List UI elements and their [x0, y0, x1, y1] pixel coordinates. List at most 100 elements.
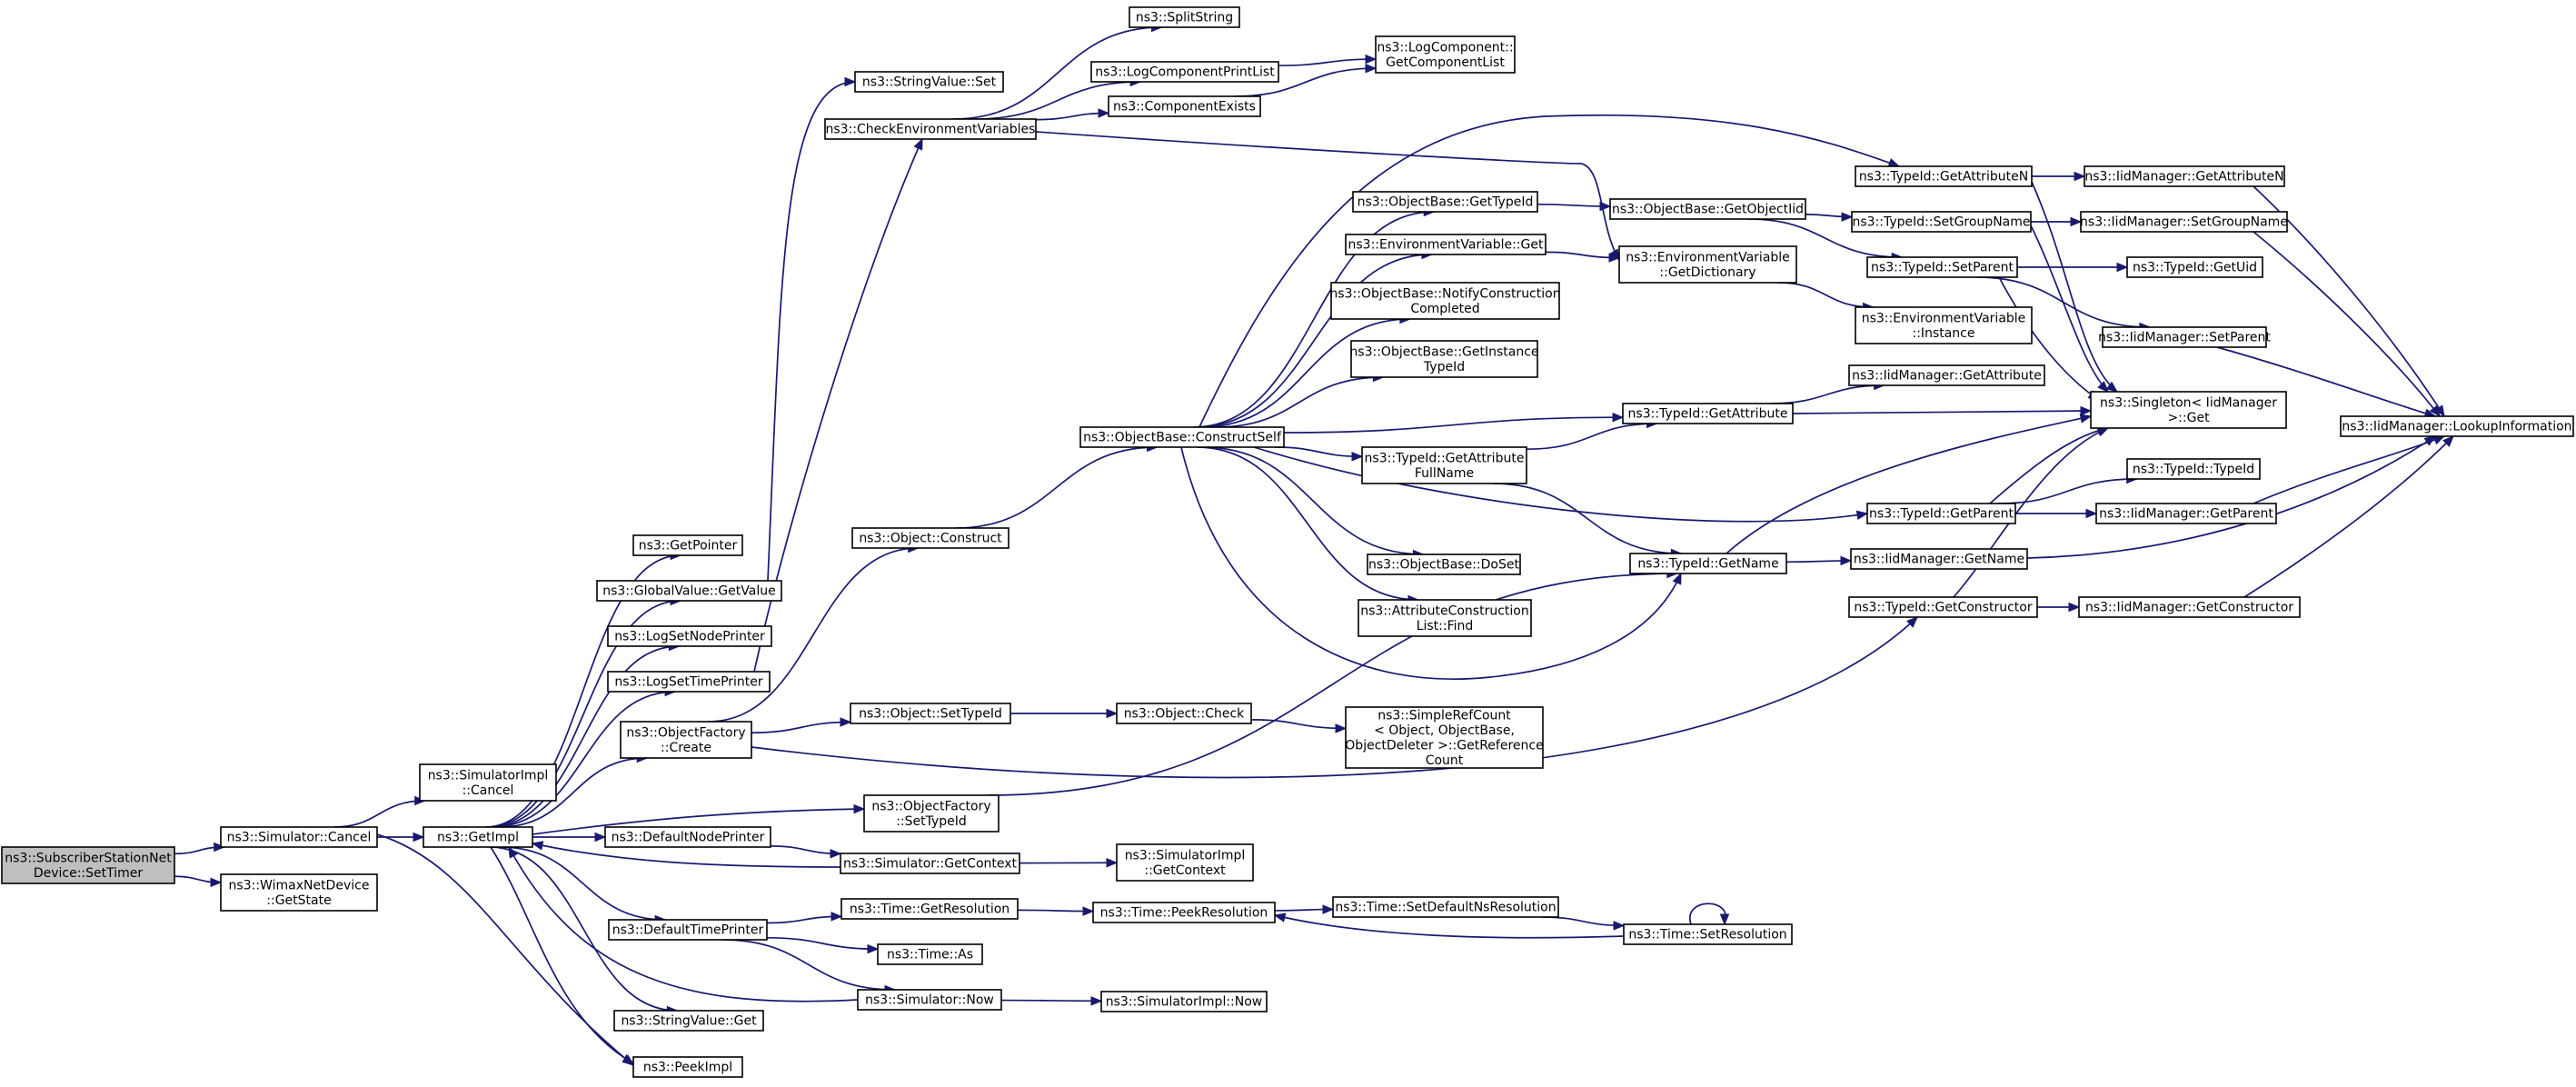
function-node-iid-get-constr[interactable]: ns3::IidManager::GetConstructor: [2078, 596, 2301, 618]
function-node-tid-set-group[interactable]: ns3::TypeId::SetGroupName: [1851, 211, 2032, 233]
function-node-iid-get-attr-n[interactable]: ns3::IidManager::GetAttributeN: [2084, 165, 2285, 187]
function-node-sim-get-context[interactable]: ns3::Simulator::GetContext: [840, 853, 1020, 874]
function-node-get-impl[interactable]: ns3::GetImpl: [423, 826, 533, 848]
function-node-simple-ref[interactable]: ns3::SimpleRefCount< Object, ObjectBase,…: [1345, 706, 1544, 769]
function-node-tid-get-uid[interactable]: ns3::TypeId::GetUid: [2126, 256, 2263, 278]
call-edge-check-env-to-comp-exists: [1035, 108, 1110, 121]
node-box: [1629, 553, 1787, 574]
node-label: ::Instance: [1913, 326, 1975, 341]
function-node-iid-set-group[interactable]: ns3::IidManager::SetGroupName: [2080, 211, 2288, 233]
function-node-obj-factory-create[interactable]: ns3::ObjectFactory::Create: [620, 721, 752, 759]
node-box: [1350, 340, 1538, 378]
function-node-comp-exists[interactable]: ns3::ComponentExists: [1108, 95, 1261, 117]
function-node-tid-get-attr[interactable]: ns3::TypeId::GetAttribute: [1622, 403, 1794, 424]
function-node-of-set-type-id[interactable]: ns3::ObjectFactory::SetTypeId: [863, 794, 1000, 833]
function-node-root[interactable]: ns3::SubscriberStationNetDevice::SetTime…: [1, 846, 175, 884]
function-node-tid-set-parent[interactable]: ns3::TypeId::SetParent: [1866, 256, 2018, 278]
function-node-time-set-res[interactable]: ns3::Time::SetResolution: [1623, 923, 1793, 945]
arrowhead: [2070, 216, 2083, 227]
function-node-sim-impl-cancel[interactable]: ns3::SimulatorImpl::Cancel: [419, 763, 557, 802]
node-box: [1848, 364, 2045, 386]
function-node-obj-construct[interactable]: ns3::Object::Construct: [851, 527, 1010, 549]
function-node-env-instance[interactable]: ns3::EnvironmentVariable::Instance: [1855, 306, 2033, 344]
call-edge-comp-exists-to-log-comp-get-list: [1234, 63, 1378, 97]
function-node-iid-set-parent[interactable]: ns3::IidManager::SetParent: [2098, 326, 2271, 348]
node-label: ns3::GlobalValue::GetValue: [602, 584, 775, 599]
function-node-tid-get-parent[interactable]: ns3::TypeId::GetParent: [1866, 503, 2016, 524]
function-node-get-pointer[interactable]: ns3::GetPointer: [632, 534, 743, 556]
function-node-sim-impl-now[interactable]: ns3::SimulatorImpl::Now: [1100, 991, 1268, 1012]
node-label: ns3::TypeId::SetGroupName: [1852, 215, 2030, 230]
call-edge-tid-get-constr-to-singleton-get: [1953, 427, 2110, 598]
node-box: [596, 580, 782, 602]
arrowhead: [622, 1053, 635, 1064]
function-node-iid-get-attr[interactable]: ns3::IidManager::GetAttribute: [1848, 364, 2045, 386]
function-node-iid-get-parent[interactable]: ns3::IidManager::GetParent: [2095, 503, 2277, 524]
node-label: ns3::ComponentExists: [1113, 100, 1256, 115]
function-node-tid-get-name[interactable]: ns3::TypeId::GetName: [1629, 553, 1787, 574]
call-edge-tid-get-name-to-singleton-get: [1726, 414, 2093, 554]
node-box: [1866, 256, 2018, 278]
function-node-iid-lookup[interactable]: ns3::IidManager::LookupInformation: [2340, 415, 2574, 437]
node-label: ns3::WimaxNetDevice: [229, 878, 370, 893]
function-node-iid-get-name[interactable]: ns3::IidManager::GetName: [1850, 548, 2028, 570]
call-edge-tid-set-group-to-singleton-get: [2030, 224, 2109, 393]
function-node-ob-do-set[interactable]: ns3::ObjectBase::DoSet: [1367, 553, 1521, 575]
function-node-tid-get-attr-n[interactable]: ns3::TypeId::GetAttributeN: [1855, 165, 2033, 187]
arrowhead: [531, 841, 544, 851]
node-box: [1345, 706, 1544, 769]
call-edge-obj-construct-to-construct-self: [955, 442, 1159, 529]
function-node-gv-get-value[interactable]: ns3::GlobalValue::GetValue: [596, 580, 782, 602]
function-node-env-get[interactable]: ns3::EnvironmentVariable::Get: [1345, 234, 1547, 255]
function-node-str-val-get[interactable]: ns3::StringValue::Get: [613, 1010, 764, 1032]
function-node-peek-impl[interactable]: ns3::PeekImpl: [632, 1056, 743, 1078]
function-node-sim-now[interactable]: ns3::Simulator::Now: [857, 989, 1002, 1011]
function-node-sim-cancel[interactable]: ns3::Simulator::Cancel: [220, 826, 378, 848]
arrowhead: [594, 832, 607, 843]
node-label: ns3::IidManager::GetName: [1854, 553, 2024, 567]
node-label: ns3::Object::SetTypeId: [859, 707, 1002, 722]
function-node-check-env[interactable]: ns3::CheckEnvironmentVariables: [824, 118, 1037, 140]
function-node-str-val-set[interactable]: ns3::StringValue::Set: [854, 71, 1004, 93]
function-node-ob-get-type-id[interactable]: ns3::ObjectBase::GetTypeId: [1352, 191, 1538, 213]
call-edge-tid-get-parent-to-iid-get-parent: [2014, 508, 2098, 519]
function-node-def-time-printer[interactable]: ns3::DefaultTimePrinter: [608, 919, 768, 941]
function-node-singleton-get[interactable]: ns3::Singleton< IidManager >::Get: [2090, 391, 2287, 429]
function-node-def-node-printer[interactable]: ns3::DefaultNodePrinter: [604, 826, 771, 848]
function-node-time-as[interactable]: ns3::Time::As: [877, 943, 983, 965]
arrowhead: [1855, 510, 1869, 521]
function-node-log-set-time[interactable]: ns3::LogSetTimePrinter: [607, 671, 771, 693]
function-node-wimax-get-state[interactable]: ns3::WimaxNetDevice::GetState: [220, 873, 378, 912]
function-node-tid-get-constr[interactable]: ns3::TypeId::GetConstructor: [1848, 596, 2038, 618]
node-box: [1622, 403, 1794, 424]
node-label: ns3::IidManager::GetParent: [2099, 507, 2273, 522]
function-node-log-comp-get-list[interactable]: ns3::LogComponent::GetComponentList: [1375, 35, 1516, 74]
function-node-log-comp-print[interactable]: ns3::LogComponentPrintList: [1090, 61, 1279, 83]
function-node-sim-impl-get-context[interactable]: ns3::SimulatorImpl::GetContext: [1116, 843, 1254, 882]
call-edge-construct-self-to-ob-get-instance: [1215, 372, 1385, 428]
function-node-ob-get-object-iid[interactable]: ns3::ObjectBase::GetObjectIid: [1609, 198, 1806, 220]
function-node-obj-set-type-id[interactable]: ns3::Object::SetTypeId: [850, 703, 1011, 724]
function-node-env-get-dict[interactable]: ns3::EnvironmentVariable::GetDictionary: [1618, 245, 1797, 284]
arrowhead: [2068, 602, 2081, 613]
function-node-log-set-node[interactable]: ns3::LogSetNodePrinter: [607, 625, 772, 647]
function-node-obj-check[interactable]: ns3::Object::Check: [1116, 703, 1252, 724]
function-node-ob-notify[interactable]: ns3::ObjectBase::NotifyConstructionCompl…: [1329, 282, 1561, 320]
node-box: [1108, 95, 1261, 117]
function-node-construct-self[interactable]: ns3::ObjectBase::ConstructSelf: [1079, 426, 1285, 448]
call-edge-root-to-sim-cancel: [174, 842, 225, 855]
node-label: ns3::LogSetNodePrinter: [614, 630, 765, 644]
function-node-tid-type-id[interactable]: ns3::TypeId::TypeId: [2126, 458, 2261, 480]
function-node-time-set-def-ns[interactable]: ns3::Time::SetDefaultNsResolution: [1332, 896, 1559, 918]
node-box: [1116, 843, 1254, 882]
function-node-time-get-res[interactable]: ns3::Time::GetResolution: [840, 898, 1019, 920]
call-edge-tid-get-constr-to-iid-get-constr: [2037, 602, 2081, 613]
node-box: [1358, 599, 1532, 637]
node-label: ns3::SimulatorImpl::Now: [1106, 995, 1263, 1010]
function-node-split-string[interactable]: ns3::SplitString: [1129, 6, 1240, 28]
function-node-time-peek-res[interactable]: ns3::Time::PeekResolution: [1092, 902, 1276, 923]
